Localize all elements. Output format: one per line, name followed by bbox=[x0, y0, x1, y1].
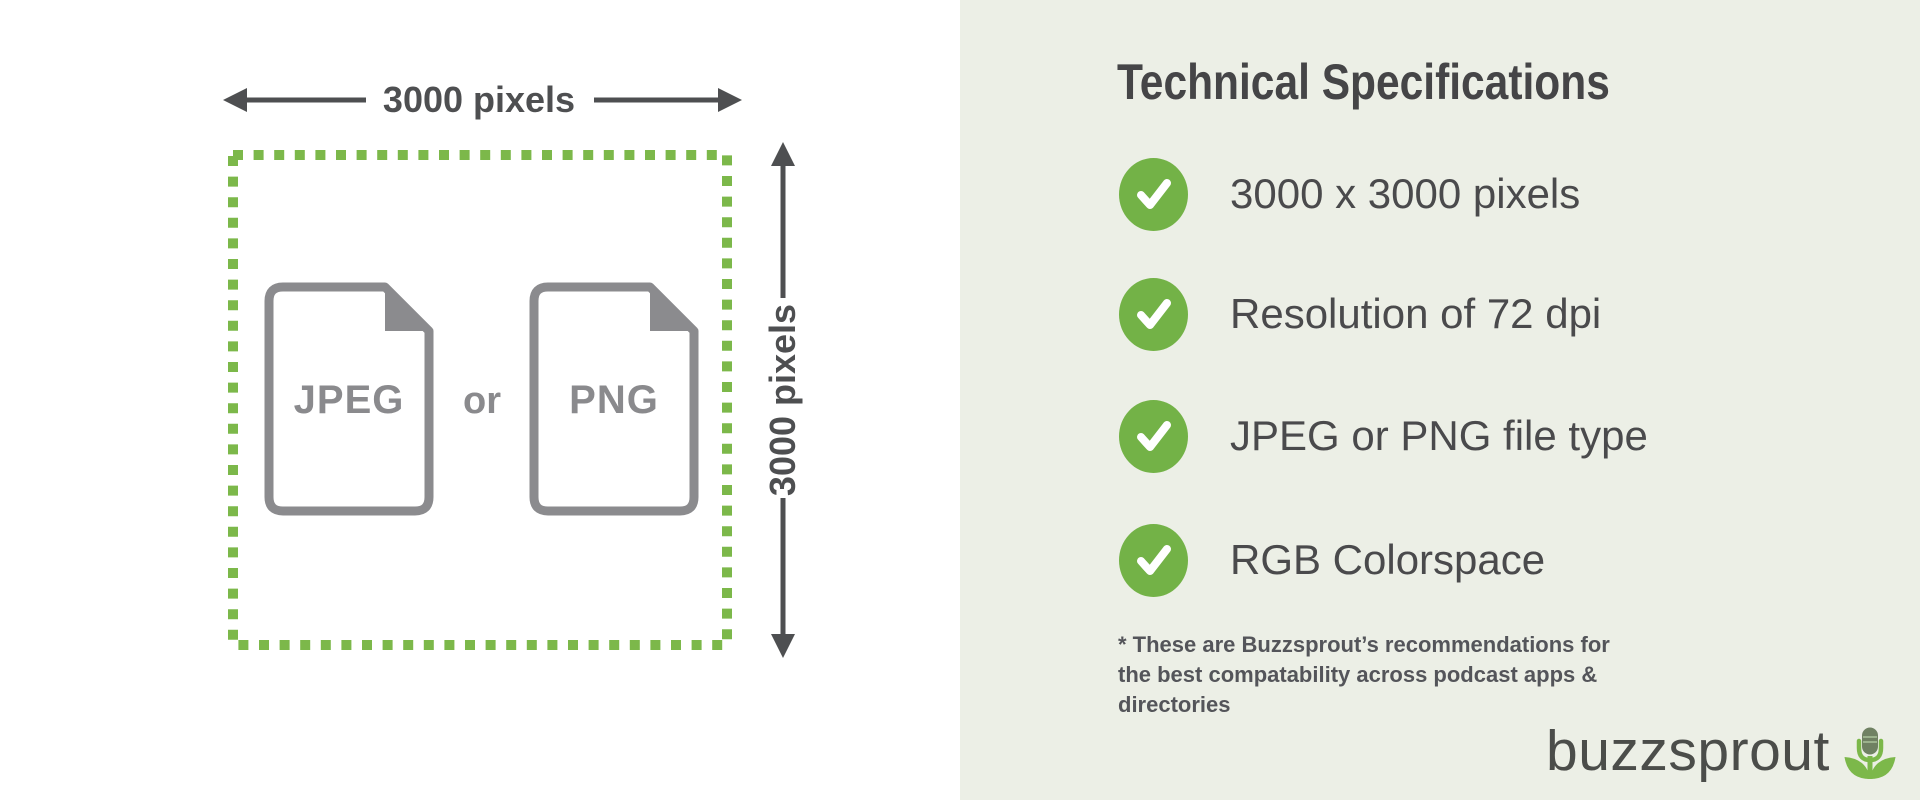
or-label: or bbox=[463, 380, 501, 422]
jpeg-folded-corner bbox=[385, 290, 427, 331]
width-dimension-arrow bbox=[223, 88, 742, 112]
artwork-diagram-graphics bbox=[223, 88, 795, 658]
spec-item-label: Resolution of 72 dpi bbox=[1230, 290, 1602, 337]
check-badge bbox=[1119, 277, 1188, 351]
check-badge bbox=[1119, 523, 1188, 597]
spec-item-label: RGB Colorspace bbox=[1230, 536, 1546, 583]
spec-item-label: JPEG or PNG file type bbox=[1230, 412, 1648, 459]
checkmark-icon bbox=[1136, 545, 1171, 575]
spec-item-label: 3000 x 3000 pixels bbox=[1230, 170, 1581, 217]
spec-row-dimensions: 3000 x 3000 pixels bbox=[1119, 157, 1580, 231]
spec-row-filetype: JPEG or PNG file type bbox=[1119, 399, 1648, 473]
height-dimension-label: 3000 pixels bbox=[762, 303, 803, 497]
spec-row-resolution: Resolution of 72 dpi bbox=[1119, 277, 1601, 351]
brand-logo: buzzsprout bbox=[1546, 722, 1898, 782]
checkmark-icon bbox=[1136, 179, 1171, 209]
height-dimension-arrow bbox=[771, 142, 795, 658]
check-badge bbox=[1119, 399, 1188, 473]
width-dimension-label: 3000 pixels bbox=[382, 79, 576, 120]
specs-title: Technical Specifications bbox=[1117, 54, 1610, 110]
checkmark-icon bbox=[1136, 299, 1171, 329]
png-folded-corner bbox=[650, 290, 692, 331]
brand-name: buzzsprout bbox=[1546, 719, 1830, 783]
check-badge bbox=[1119, 157, 1188, 231]
checkmark-icon bbox=[1136, 421, 1171, 451]
jpeg-file-icon bbox=[264, 282, 434, 516]
specs-footnote: * These are Buzzsprout’s recommendations… bbox=[1118, 632, 1610, 717]
jpeg-file-label: JPEG bbox=[293, 378, 405, 422]
png-file-icon bbox=[529, 282, 699, 516]
microphone-sprout-icon bbox=[1844, 727, 1896, 779]
specs-panel: Technical Specifications 3000 x 3000 pix… bbox=[960, 0, 1920, 800]
spec-row-colorspace: RGB Colorspace bbox=[1119, 523, 1545, 597]
png-file-label: PNG bbox=[569, 378, 659, 422]
